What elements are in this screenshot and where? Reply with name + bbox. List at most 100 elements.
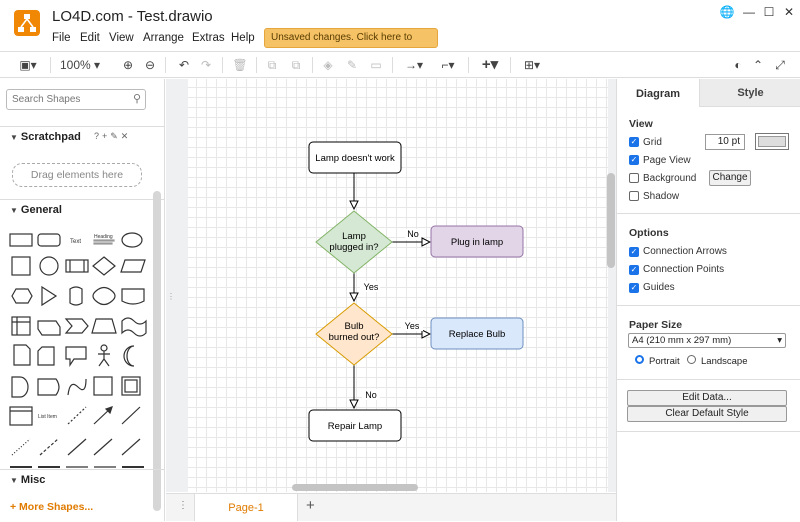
sidebar-scrollbar[interactable] <box>153 191 161 511</box>
dotted-line-shape <box>11 438 31 456</box>
minimize-button[interactable]: — <box>743 5 755 19</box>
step-shape <box>64 318 89 334</box>
connection-points-checkbox[interactable]: ✓ <box>629 265 639 275</box>
maximize-button[interactable]: ☐ <box>763 5 775 19</box>
globe-icon[interactable]: 🌐 <box>719 5 735 19</box>
toolbar-divider <box>392 57 393 73</box>
view-toggle-icon[interactable]: ▣▾ <box>19 58 37 72</box>
options-section-title: Options <box>629 227 669 239</box>
tab-style[interactable]: Style <box>699 79 800 107</box>
connection-points-label: Connection Points <box>643 264 725 275</box>
paper-size-value: A4 (210 mm x 297 mm) <box>632 335 732 346</box>
menu-arrange[interactable]: Arrange <box>143 32 184 44</box>
scratchpad-dropzone[interactable]: Drag elements here <box>12 163 142 187</box>
triangle-shape <box>41 285 58 307</box>
change-background-button[interactable]: Change <box>709 170 751 186</box>
more-shapes-button[interactable]: + More Shapes... <box>10 501 94 513</box>
zoom-out-icon[interactable]: ⊖ <box>144 58 156 72</box>
insert-icon[interactable]: +▾ <box>481 56 499 73</box>
search-placeholder: Search Shapes <box>12 94 81 105</box>
sidebar-resize-handle[interactable]: ⋮ <box>167 292 175 301</box>
grid-color-button[interactable] <box>755 133 789 150</box>
grid-checkbox[interactable]: ✓ <box>629 137 639 147</box>
undo-icon[interactable]: ↶ <box>178 58 190 72</box>
shadow-icon[interactable]: ▭ <box>370 58 382 72</box>
clear-default-style-button[interactable]: Clear Default Style <box>627 406 787 422</box>
card-shape <box>37 346 55 366</box>
paper-size-select[interactable]: A4 (210 mm x 297 mm)▾ <box>628 333 786 348</box>
portrait-radio[interactable] <box>635 355 644 364</box>
panel-divider <box>617 431 800 432</box>
dashed-arrow-shape <box>39 438 59 456</box>
horizontal-scrollbar[interactable] <box>292 484 418 491</box>
node-decision2 <box>315 302 393 366</box>
edge-label-bg <box>362 389 380 400</box>
shadow-checkbox[interactable] <box>629 191 639 201</box>
waypoints-icon[interactable]: ⌐▾ <box>441 58 455 72</box>
tape-shape <box>121 317 147 337</box>
pages-menu-icon[interactable]: ⋮ <box>178 500 188 511</box>
to-front-icon[interactable]: ⧉ <box>267 58 277 72</box>
scratchpad-actions[interactable]: ?+✎✕ <box>94 131 132 141</box>
window-title: LO4D.com - Test.drawio <box>52 8 213 25</box>
collapse-icon[interactable]: ⌃ <box>752 58 764 72</box>
scratchpad-header[interactable]: ▼Scratchpad <box>0 126 165 146</box>
node-repair-label: Repair Lamp <box>328 421 382 432</box>
vertical-scrollbar[interactable] <box>607 173 615 268</box>
edge-label-yes1: Yes <box>364 282 379 292</box>
tab-diagram[interactable]: Diagram <box>617 81 699 107</box>
dark-mode-icon[interactable]: ◐ <box>734 58 742 72</box>
delay-shape <box>11 376 29 398</box>
callout-shape <box>65 346 87 367</box>
landscape-label: Landscape <box>701 356 748 367</box>
node-decision1 <box>315 210 393 274</box>
background-checkbox[interactable] <box>629 173 639 183</box>
landscape-radio[interactable] <box>687 355 696 364</box>
line-color-icon[interactable]: ✎ <box>346 58 358 72</box>
redo-icon[interactable]: ↷ <box>200 58 212 72</box>
edge-label-bg <box>405 229 421 240</box>
hexagon-shape <box>11 288 33 304</box>
grid-size-input[interactable]: 10 pt <box>705 134 745 150</box>
misc-header[interactable]: ▼Misc <box>0 469 165 489</box>
heading-line <box>93 242 113 245</box>
diagram-page[interactable]: Lamp doesn't work Lamp plugged in? Plug … <box>188 79 608 492</box>
fill-color-icon[interactable]: ◈ <box>323 58 333 72</box>
internal-storage-shape <box>11 316 31 336</box>
table-icon[interactable]: ⊞▾ <box>523 58 541 72</box>
shape-palette[interactable]: Text Heading <box>8 229 148 469</box>
fullscreen-icon[interactable]: ⤢ <box>775 58 785 72</box>
unsaved-changes-button[interactable]: Unsaved changes. Click here to save. ⤓ <box>264 28 438 61</box>
general-title: General <box>20 204 62 216</box>
flowchart[interactable]: Lamp doesn't work Lamp plugged in? Plug … <box>188 79 608 492</box>
tab-page-1[interactable]: Page-1 <box>194 494 298 521</box>
menu-file[interactable]: File <box>52 32 71 44</box>
line-shape <box>67 438 87 456</box>
node-decision2-label-line2: burned out? <box>329 332 380 343</box>
guides-checkbox[interactable]: ✓ <box>629 283 639 293</box>
close-window-button[interactable]: ✕ <box>783 5 795 19</box>
general-header[interactable]: ▼General <box>0 199 165 219</box>
page-view-checkbox[interactable]: ✓ <box>629 155 639 165</box>
page-view-label: Page View <box>643 155 691 166</box>
shadow-label: Shadow <box>643 191 680 202</box>
zoom-in-icon[interactable]: ⊕ <box>122 58 134 72</box>
menu-edit[interactable]: Edit <box>80 32 100 44</box>
menu-view[interactable]: View <box>109 32 134 44</box>
menu-help[interactable]: Help <box>231 32 255 44</box>
chevron-down-icon: ▼ <box>10 476 18 485</box>
add-page-button[interactable]: + <box>306 497 315 514</box>
container-shape <box>93 376 113 396</box>
toolbar-divider <box>312 57 313 73</box>
delete-icon[interactable]: 🗑 <box>232 58 248 72</box>
search-shapes-input[interactable]: Search Shapes⚲ <box>6 89 146 110</box>
connection-icon[interactable]: →▾ <box>404 58 424 72</box>
connection-arrows-checkbox[interactable]: ✓ <box>629 247 639 257</box>
scratchpad-title: Scratchpad <box>20 131 81 143</box>
document-shape <box>121 288 145 305</box>
menu-extras[interactable]: Extras <box>192 32 225 44</box>
zoom-select[interactable]: 100% ▾ <box>59 58 101 72</box>
edit-data-button[interactable]: Edit Data... <box>627 390 787 406</box>
drawio-logo-icon <box>14 10 40 36</box>
to-back-icon[interactable]: ⧉ <box>291 58 301 72</box>
